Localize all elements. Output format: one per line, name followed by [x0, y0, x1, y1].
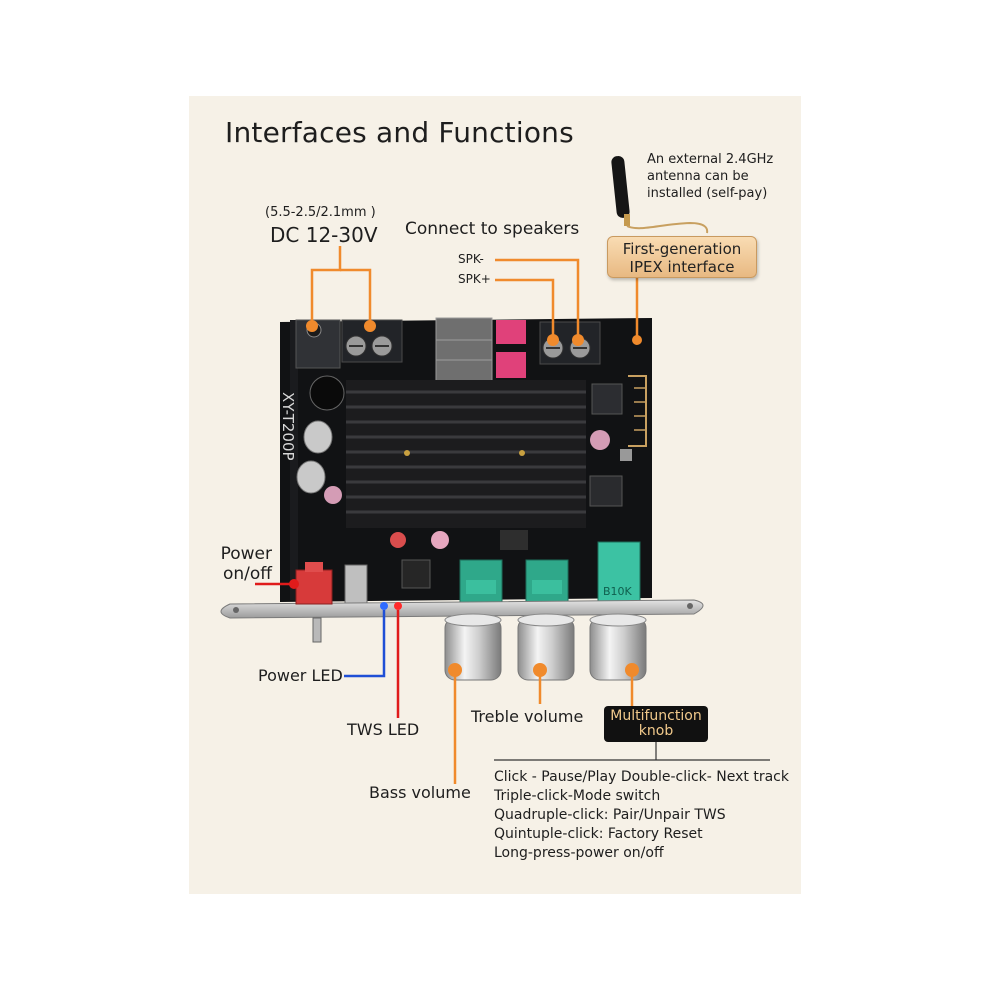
- spk-neg-label: SPK-: [458, 252, 484, 266]
- tws-led: [394, 602, 402, 610]
- bass-potentiometer: [459, 559, 503, 607]
- pot-marking: B10K: [603, 585, 633, 598]
- power-switch: [295, 562, 333, 643]
- usb-port: [344, 564, 368, 606]
- speakers-heading: Connect to speakers: [405, 219, 580, 239]
- multifunction-potentiometer: B10K: [597, 541, 641, 605]
- function-item: Quadruple-click: Pair/Unpair TWS: [494, 807, 726, 823]
- tws-led-label: TWS LED: [347, 720, 420, 739]
- treble-potentiometer: [525, 559, 569, 607]
- mounting-plate: [220, 599, 704, 619]
- power-switch-label: Power on/off: [220, 544, 272, 584]
- capacitors: [296, 375, 610, 549]
- function-list: Click - Pause/Play Double-click- Next tr…: [494, 768, 789, 863]
- dc-voltage-label: DC 12-30V: [270, 223, 378, 247]
- antenna-note: An external 2.4GHz antenna can be instal…: [647, 152, 774, 201]
- inductors: [435, 317, 526, 383]
- treble-knob: [517, 613, 575, 681]
- function-item: Long-press-power on/off: [494, 845, 664, 861]
- spk-pos-label: SPK+: [458, 272, 491, 286]
- heatsink: [346, 380, 586, 528]
- ipex-interface-label: First-generation IPEX interface: [607, 236, 757, 278]
- function-item: Triple-click-Mode switch: [494, 788, 661, 804]
- leader-dots: [306, 320, 642, 677]
- dc-jack-spec: (5.5-2.5/2.1mm ): [265, 205, 376, 220]
- antenna-icon: [611, 156, 709, 234]
- power-led-pointer: [344, 610, 386, 678]
- function-item: Click - Pause/Play Double-click- Next tr…: [494, 769, 789, 785]
- multifunction-knob-label: Multifunction knob: [604, 706, 708, 742]
- function-item: Quintuple-click: Factory Reset: [494, 826, 703, 842]
- board-model-label: XY-T200P: [279, 392, 297, 461]
- bass-volume-label: Bass volume: [369, 783, 471, 802]
- power-led: [380, 602, 388, 610]
- treble-volume-label: Treble volume: [471, 707, 584, 726]
- power-led-label: Power LED: [258, 666, 343, 685]
- page-title: Interfaces and Functions: [225, 116, 574, 149]
